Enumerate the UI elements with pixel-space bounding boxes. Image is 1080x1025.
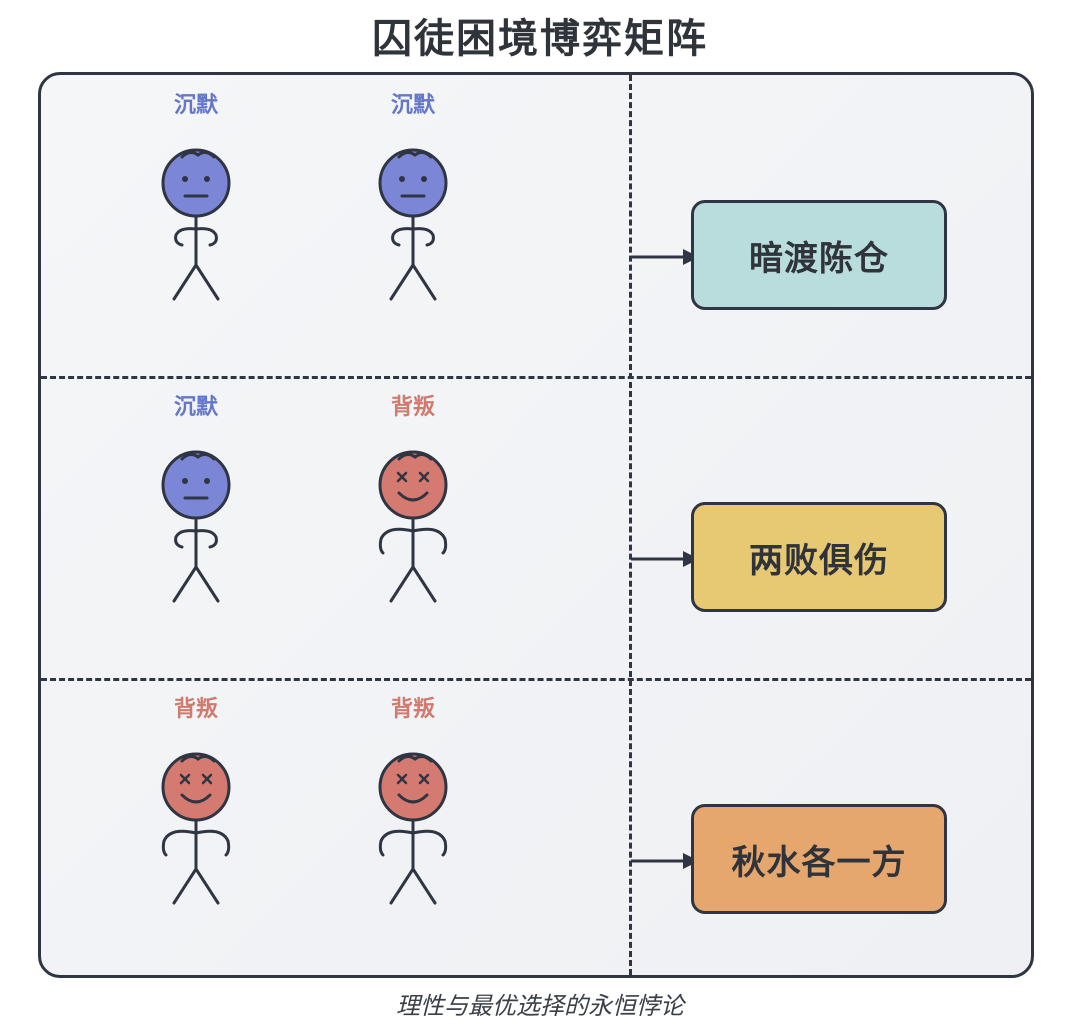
outcome-box: 暗渡陈仓 [691, 200, 947, 310]
outcome-box: 两败俱伤 [691, 502, 947, 612]
stick-figure-icon [378, 148, 448, 301]
choice-label: 沉默 [390, 93, 435, 118]
caption: 理性与最优选择的永恒悖论 [396, 992, 684, 1020]
stick-figure-icon [378, 752, 448, 905]
matrix-row-3: 背叛 背叛 秋水各一方 [41, 679, 1031, 980]
choice-label: 背叛 [173, 697, 218, 722]
page-title: 囚徒困境博弈矩阵 [372, 16, 708, 62]
row-divider [41, 678, 1031, 681]
stick-figure-icon [161, 450, 231, 603]
stick-figure-icon [378, 450, 448, 603]
prisoner-a: 沉默 [136, 87, 256, 317]
choice-label: 背叛 [390, 697, 435, 722]
matrix-row-2: 沉默 背叛 两败俱伤 [41, 377, 1031, 678]
matrix-row-1: 沉默 沉默 暗渡陈仓 [41, 75, 1031, 376]
choice-label: 背叛 [390, 395, 435, 420]
outcome-box: 秋水各一方 [691, 804, 947, 914]
prisoner-b: 沉默 [353, 87, 473, 317]
prisoner-a: 沉默 [136, 389, 256, 619]
stick-figure-icon [161, 148, 231, 301]
prisoner-a: 背叛 [136, 691, 256, 921]
choice-label: 沉默 [173, 395, 218, 420]
prisoner-b: 背叛 [353, 691, 473, 921]
choice-label: 沉默 [173, 93, 218, 118]
game-matrix: 沉默 沉默 暗渡陈仓 沉默 背叛 两败俱伤 背叛 [38, 72, 1034, 978]
row-divider [41, 376, 1031, 379]
vertical-divider [629, 75, 632, 975]
prisoner-b: 背叛 [353, 389, 473, 619]
stick-figure-icon [161, 752, 231, 905]
